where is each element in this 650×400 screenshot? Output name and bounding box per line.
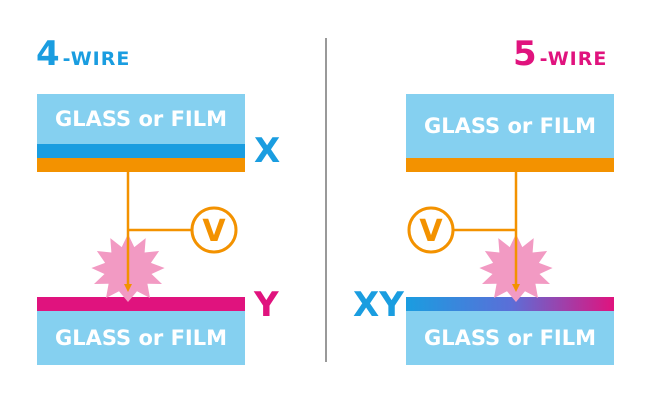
five-wire-voltmeter-label: V — [419, 214, 443, 249]
five-wire-bottom-panel-label: GLASS or FILM — [423, 326, 597, 350]
section-divider — [325, 38, 327, 362]
four-wire-y-label: Y — [254, 285, 279, 325]
four-wire-voltmeter-label: V — [202, 214, 226, 249]
four-wire-bottom-panel-label: GLASS or FILM — [54, 326, 228, 350]
five-wire-voltmeter — [407, 206, 455, 254]
four-wire-x-label: X — [254, 131, 281, 171]
four-wire-top-panel-label: GLASS or FILM — [54, 107, 228, 131]
five-wire-bottom-panel: GLASS or FILM — [406, 311, 614, 365]
four-wire-y-conductive-layer — [37, 297, 245, 311]
five-wire-top-panel: GLASS or FILM — [406, 94, 614, 158]
four-wire-bottom-panel: GLASS or FILM — [37, 311, 245, 365]
five-wire-title: 5-WIRE — [513, 34, 607, 74]
four-wire-title: 4-WIRE — [36, 34, 130, 74]
four-wire-title-number: 4 — [36, 34, 61, 74]
five-wire-title-number: 5 — [513, 34, 538, 74]
five-wire-top-resistive-layer — [406, 158, 614, 172]
four-wire-voltmeter — [190, 206, 238, 254]
four-wire-title-suffix: -WIRE — [62, 48, 131, 70]
four-wire-top-panel: GLASS or FILM — [37, 94, 245, 144]
five-wire-xy-label: XY — [353, 285, 404, 325]
five-wire-top-panel-label: GLASS or FILM — [423, 114, 597, 138]
five-wire-title-suffix: -WIRE — [539, 48, 608, 70]
four-wire-x-conductive-layer — [37, 144, 245, 158]
four-wire-top-resistive-layer — [37, 158, 245, 172]
five-wire-xy-conductive-layer — [406, 297, 614, 311]
